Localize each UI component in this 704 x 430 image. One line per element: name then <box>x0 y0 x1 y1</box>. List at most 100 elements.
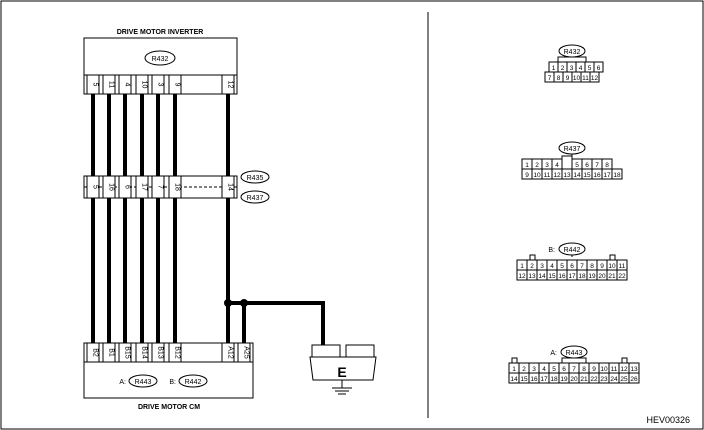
connector-view-pin: 3 <box>570 65 574 72</box>
connector-view-pin: 13 <box>528 273 536 280</box>
connector-view-pin: 11 <box>582 75 589 82</box>
connector-view-pin: 16 <box>530 376 538 383</box>
connector-view-pin: 10 <box>608 263 616 270</box>
connector-view-hood <box>561 357 587 364</box>
connector-view-pin: 3 <box>540 263 544 270</box>
connector-view-latch <box>511 357 518 364</box>
connector-view-pin: 6 <box>585 162 589 169</box>
connector-view-latch <box>609 254 616 261</box>
cm-pin-cell <box>135 342 149 363</box>
connector-view-pin: 18 <box>578 273 586 280</box>
connector-view-pin: 2 <box>530 263 534 270</box>
connector-view-pin: 26 <box>630 376 638 383</box>
relay-pin-label: 14 <box>227 183 234 191</box>
connector-view-pin: 16 <box>558 273 566 280</box>
inverter-pin-label: 9 <box>174 83 181 87</box>
connector-view-pin: 17 <box>603 172 611 179</box>
connector-view-cell <box>589 71 600 83</box>
inverter-pin-label: 3 <box>157 83 164 87</box>
connector-view-pin: 8 <box>605 162 609 169</box>
connector-view-pin: 1 <box>512 366 516 373</box>
connector-view-pin: 5 <box>575 162 579 169</box>
cm-conn-a-prefix: A: <box>119 379 126 386</box>
connector-view-pin: 7 <box>572 366 576 373</box>
inverter-connector-label: R432 <box>152 56 169 63</box>
inverter-title: DRIVE MOTOR INVERTER <box>117 29 204 36</box>
connector-view-pin: 9 <box>525 172 529 179</box>
connector-view-pin: 19 <box>588 273 596 280</box>
connector-view-pin: 10 <box>533 172 541 179</box>
connector-view-pin: 15 <box>583 172 591 179</box>
connector-view-pin: 13 <box>630 366 638 373</box>
connector-view-pin: 25 <box>620 376 628 383</box>
inverter-pin-label: 5 <box>92 83 99 87</box>
relay-connector-tag-top: R435 <box>240 170 270 184</box>
connector-view-pin: 7 <box>580 263 584 270</box>
connector-view-cell <box>611 168 623 180</box>
connector-view-pin: 18 <box>550 376 558 383</box>
ground-wire <box>224 299 325 345</box>
connector-view-pin: 14 <box>510 376 518 383</box>
cm-pin-cell <box>86 342 100 363</box>
cm-pin-label: A12 <box>227 346 234 359</box>
connector-view-pin: 2 <box>535 162 539 169</box>
connector-view-pin: 8 <box>590 263 594 270</box>
connector-view-pin: 2 <box>561 65 565 72</box>
connector-view-pin: 4 <box>542 366 546 373</box>
connector-view-pin: 6 <box>562 366 566 373</box>
connector-view-name: R443 <box>566 350 583 357</box>
cm-pin-label: B15 <box>124 346 131 359</box>
connector-view-pin: 7 <box>595 162 599 169</box>
connector-view-name: R442 <box>564 247 581 254</box>
cm-pin-cell <box>151 342 165 363</box>
connector-view-pin: 15 <box>548 273 556 280</box>
connector-view-pin: 4 <box>579 65 583 72</box>
connector-view-cell <box>616 269 628 281</box>
connector-view-pin: 16 <box>593 172 601 179</box>
inverter-pin-label: 12 <box>227 81 234 89</box>
cm-pin-label: B12 <box>174 346 181 359</box>
connector-view-pin: 5 <box>560 263 564 270</box>
cm-pin-label: B2 <box>92 348 99 357</box>
connector-view-pin: 6 <box>597 65 601 72</box>
cm-pin-cell <box>118 342 132 363</box>
connector-view-pin: 23 <box>600 376 608 383</box>
connector-view-pin: 24 <box>610 376 618 383</box>
connector-view-key <box>561 155 573 170</box>
connector-view-pin: 11 <box>619 263 626 270</box>
connector-view-pin: 3 <box>532 366 536 373</box>
relay-pin-label: 18 <box>174 183 181 191</box>
connector-view-pin: 17 <box>540 376 548 383</box>
connector-view-pin: 17 <box>568 273 576 280</box>
splice-point-1 <box>224 299 232 307</box>
connector-view-cell <box>628 372 640 384</box>
connector-view-pin: 12 <box>620 366 628 373</box>
connector-view-pin: 21 <box>580 376 588 383</box>
relay-pin-label: 6 <box>124 185 131 189</box>
relay-connector-top-label: R435 <box>247 175 264 182</box>
connector-view-pin: 5 <box>588 65 592 72</box>
connector-view-pin: 12 <box>518 273 526 280</box>
cm-title: DRIVE MOTOR CM <box>138 404 200 411</box>
relay-pin-label: 7 <box>157 185 164 189</box>
ground-label: E <box>337 364 346 380</box>
connector-view-pin: 3 <box>545 162 549 169</box>
cm-pin-label: A25 <box>243 346 250 359</box>
inverter-pin-label: 11 <box>108 81 115 88</box>
cm-pin-cell <box>221 342 235 363</box>
relay-pin-label: 5 <box>92 185 99 189</box>
connector-view-pin: 21 <box>608 273 616 280</box>
connector-view-hood <box>557 56 587 63</box>
cm-conn-b-tag: R442 <box>178 374 208 388</box>
relay-pin-label: 17 <box>141 183 148 191</box>
connector-view-pin: 1 <box>552 65 556 72</box>
connector-view-pin: 12 <box>553 172 561 179</box>
